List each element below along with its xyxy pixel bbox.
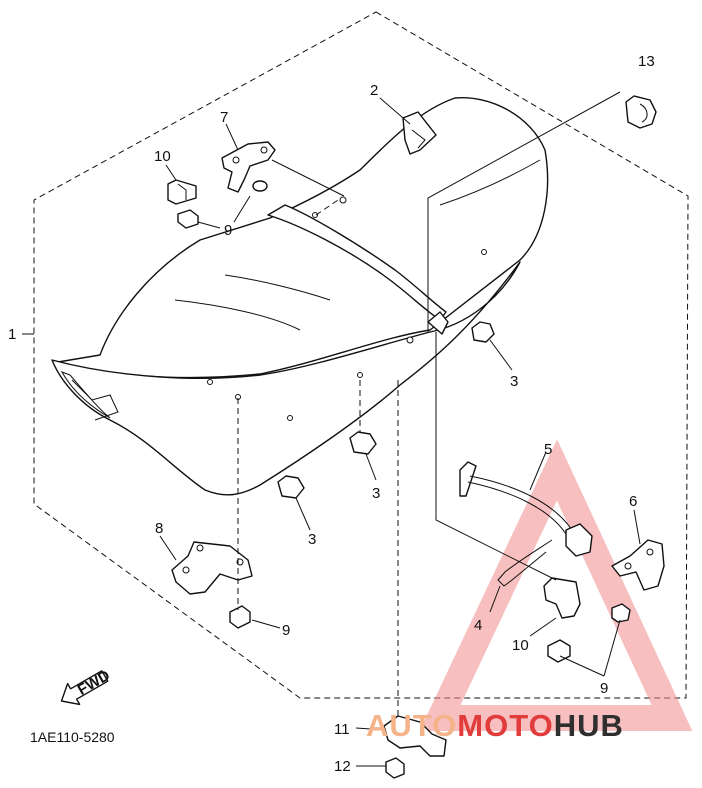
screw-9-lower-left xyxy=(229,605,251,629)
seat xyxy=(51,97,549,496)
bracket-8 xyxy=(171,541,253,595)
cap-part xyxy=(625,95,657,129)
watermark-hub: HUB xyxy=(554,708,624,743)
callout-5: 5 xyxy=(544,441,552,458)
bracket-6 xyxy=(611,539,665,591)
bracket-7 xyxy=(221,141,276,193)
callout-3-middle: 3 xyxy=(372,485,380,502)
screw-9-upper xyxy=(177,209,199,229)
screw-12 xyxy=(385,757,405,779)
screw-9-lower-right-a xyxy=(547,639,571,663)
bracket-10-lower xyxy=(543,577,581,619)
damper-3-right xyxy=(471,321,495,343)
bracket-10-upper xyxy=(167,179,197,205)
callout-6: 6 xyxy=(629,493,637,510)
callout-3-left: 3 xyxy=(308,531,316,548)
watermark-triangle xyxy=(419,439,693,731)
seat-strap xyxy=(402,111,437,155)
fwd-label: FWD xyxy=(75,667,113,699)
callout-12: 12 xyxy=(334,758,351,775)
drawing-code: 1AE110-5280 xyxy=(30,729,115,745)
callout-1: 1 xyxy=(8,326,16,343)
callout-3-right: 3 xyxy=(510,373,518,390)
watermark-moto: MOTO xyxy=(457,708,553,743)
screw-9-lower-right-b xyxy=(611,603,631,623)
callout-8: 8 xyxy=(155,520,163,537)
leader-lines xyxy=(22,91,641,767)
damper-3-middle xyxy=(349,431,377,455)
lock-bracket-11 xyxy=(383,715,447,757)
rubber-washer-upper xyxy=(252,180,268,192)
watermark-auto: AUTO xyxy=(366,708,457,743)
callout-10-upper: 10 xyxy=(154,148,171,165)
callout-7: 7 xyxy=(220,109,228,126)
assembly-boundary xyxy=(33,11,689,699)
callout-4: 4 xyxy=(474,617,482,634)
callout-9-lower-right: 9 xyxy=(600,680,608,697)
callout-2: 2 xyxy=(370,82,378,99)
damper-3-left xyxy=(277,475,305,499)
callout-9-lower-left: 9 xyxy=(282,622,290,639)
callout-10-lower: 10 xyxy=(512,637,529,654)
callout-11: 11 xyxy=(334,721,350,738)
callout-13: 13 xyxy=(638,53,655,70)
spring-pin-4 xyxy=(497,539,553,587)
watermark-logo: AUTOMOTOHUB xyxy=(366,708,624,743)
forward-direction-arrow: FWD xyxy=(60,667,113,706)
lock-cable xyxy=(459,461,593,557)
callout-9-upper: 9 xyxy=(224,222,232,239)
